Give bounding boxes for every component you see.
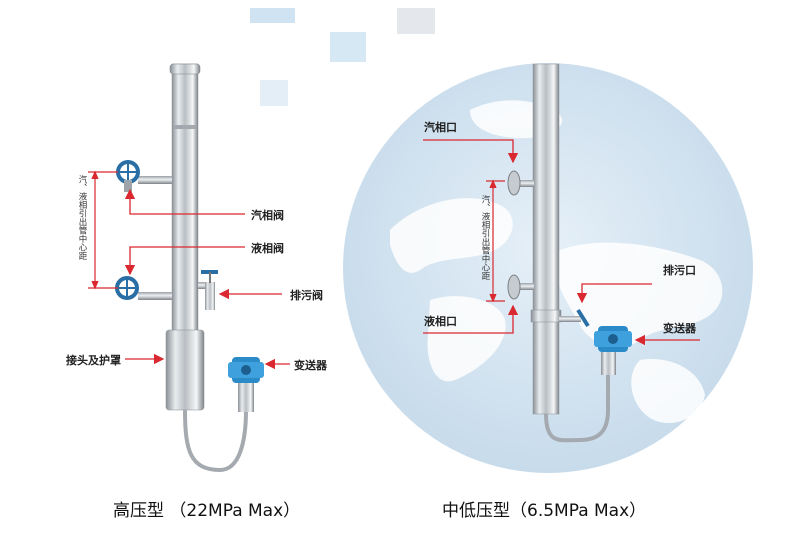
right-gauge — [507, 63, 632, 443]
decor-square — [250, 8, 295, 23]
decor-square — [397, 8, 435, 34]
label-steam-port: 汽相口 — [424, 121, 457, 134]
left-callouts — [124, 188, 290, 370]
label-liquid-port: 液相口 — [424, 315, 457, 328]
caption-medium-low-pressure: 中低压型（6.5MPa Max） — [442, 501, 647, 521]
label-drain-port: 排污口 — [663, 264, 696, 277]
label-transmitter-right: 变送器 — [663, 322, 696, 335]
label-steam-valve: 汽相阀 — [251, 209, 284, 222]
globe-continents — [390, 100, 723, 424]
right-dimension-line — [486, 179, 505, 303]
left-dimension-line — [88, 170, 118, 290]
label-center-distance-right: 汽、液相引出管中心距 — [480, 195, 490, 280]
right-callouts — [423, 139, 700, 346]
decor-square — [260, 80, 288, 106]
caption-high-pressure: 高压型 （22MPa Max） — [113, 501, 301, 521]
decor-square — [330, 32, 366, 62]
label-drain-valve: 排污阀 — [290, 289, 323, 302]
label-joint-cover: 接头及护罩 — [66, 354, 121, 367]
label-center-distance-left: 汽、液相引出管中心距 — [77, 175, 87, 260]
left-gauge — [115, 63, 264, 473]
label-transmitter-left: 变送器 — [294, 359, 327, 372]
label-liquid-valve: 液相阀 — [251, 242, 284, 255]
